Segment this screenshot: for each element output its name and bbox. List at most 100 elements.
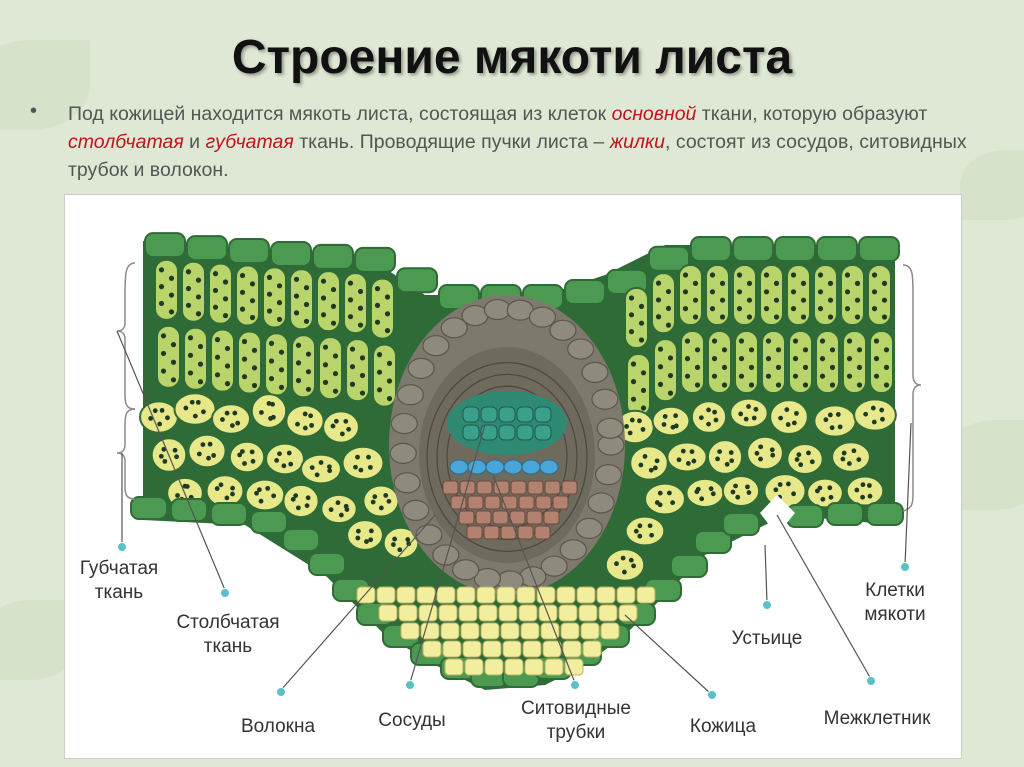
chloroplast — [801, 298, 806, 303]
chloroplast — [872, 289, 877, 294]
spongy-cell — [653, 407, 690, 435]
chloroplast — [658, 364, 663, 369]
fiber-cell — [457, 587, 475, 603]
chloroplast — [153, 408, 158, 413]
pointer-dot — [901, 563, 910, 572]
fiber-cell — [557, 587, 575, 603]
chloroplast — [201, 409, 206, 414]
chloroplast — [269, 376, 274, 381]
chloroplast — [747, 281, 752, 286]
chloroplast — [666, 323, 671, 328]
chloroplast — [801, 281, 806, 286]
chloroplast — [691, 459, 696, 464]
chloroplast — [693, 281, 698, 286]
fiber-cell — [577, 587, 595, 603]
chloroplast — [250, 298, 255, 303]
chloroplast — [827, 485, 832, 490]
chloroplast — [353, 465, 358, 470]
sheath-cell — [588, 493, 614, 513]
chloroplast — [215, 372, 220, 377]
chloroplast — [157, 422, 162, 427]
chloroplast — [882, 281, 887, 286]
chloroplast — [823, 417, 828, 422]
chloroplast — [385, 328, 390, 333]
sheath-cell — [592, 389, 618, 409]
chloroplast — [656, 314, 661, 319]
chloroplast — [240, 449, 245, 454]
chloroplast — [197, 452, 202, 457]
pointer-line-skin — [625, 615, 710, 693]
chloroplast — [706, 422, 711, 427]
spongy-cell — [814, 405, 855, 436]
phloem-cell — [485, 496, 500, 509]
phloem-cell — [467, 526, 482, 539]
chloroplast — [277, 317, 282, 322]
pointer-dot — [277, 688, 286, 697]
fiber-cell — [505, 659, 523, 675]
chloroplast — [867, 483, 872, 488]
chloroplast — [711, 491, 716, 496]
fiber-cell — [437, 587, 455, 603]
palisade-cell — [238, 332, 261, 394]
chloroplast — [225, 363, 230, 368]
epidermis-cell — [229, 239, 269, 263]
chloroplast — [720, 281, 725, 286]
chloroplast — [712, 356, 717, 361]
palisade-cell — [627, 354, 650, 416]
sheath-cell — [423, 336, 449, 356]
palisade-cell — [760, 265, 783, 325]
phloem-cell — [519, 496, 534, 509]
chloroplast — [874, 356, 879, 361]
chloroplast — [188, 335, 193, 340]
chloroplast — [270, 402, 275, 407]
chloroplast — [319, 460, 324, 465]
chloroplast — [872, 420, 877, 425]
chloroplast — [776, 365, 781, 370]
chloroplast — [405, 537, 410, 542]
label-line: трубки — [501, 721, 651, 745]
chloroplast — [385, 294, 390, 299]
sheath-cell — [595, 465, 621, 485]
spongy-cell — [832, 442, 870, 472]
chloroplast — [334, 419, 339, 424]
chloroplast — [271, 493, 276, 498]
chloroplast — [323, 345, 328, 350]
chloroplast — [857, 365, 862, 370]
chloroplast — [861, 482, 866, 487]
bullet-marker: • — [30, 100, 37, 123]
term-stolbchataya: столбчатая — [68, 131, 184, 153]
pointer-line-stomata — [765, 545, 767, 603]
fiber-cell — [463, 641, 481, 657]
chloroplast — [279, 350, 284, 355]
label-palisade-tissue: Столбчатая ткань — [161, 611, 295, 659]
epidermis-cell — [283, 529, 319, 551]
palisade-cell — [155, 260, 178, 320]
chloroplast — [852, 448, 857, 453]
chloroplast — [296, 378, 301, 383]
chloroplast — [287, 451, 292, 456]
chloroplast — [773, 487, 778, 492]
sheath-cell — [529, 307, 555, 327]
chloroplast — [321, 279, 326, 284]
chloroplast — [884, 365, 889, 370]
chloroplast — [306, 387, 311, 392]
chloroplast — [786, 482, 791, 487]
spongy-cell — [686, 479, 723, 507]
epidermis-cell — [695, 531, 731, 553]
phloem-cell — [553, 496, 568, 509]
phloem-cell — [460, 481, 475, 494]
palisade-cell — [182, 262, 205, 322]
chloroplast — [801, 314, 806, 319]
sheath-cell — [394, 473, 420, 493]
chloroplast — [188, 370, 193, 375]
chloroplast — [662, 422, 667, 427]
xylem-top — [447, 391, 567, 455]
fiber-cell — [637, 587, 655, 603]
fiber-cell — [503, 641, 521, 657]
chloroplast — [387, 361, 392, 366]
chloroplast — [183, 406, 188, 411]
chloroplast — [279, 367, 284, 372]
chloroplast — [649, 468, 654, 473]
spongy-cell — [606, 549, 644, 580]
chloroplast — [836, 412, 841, 417]
